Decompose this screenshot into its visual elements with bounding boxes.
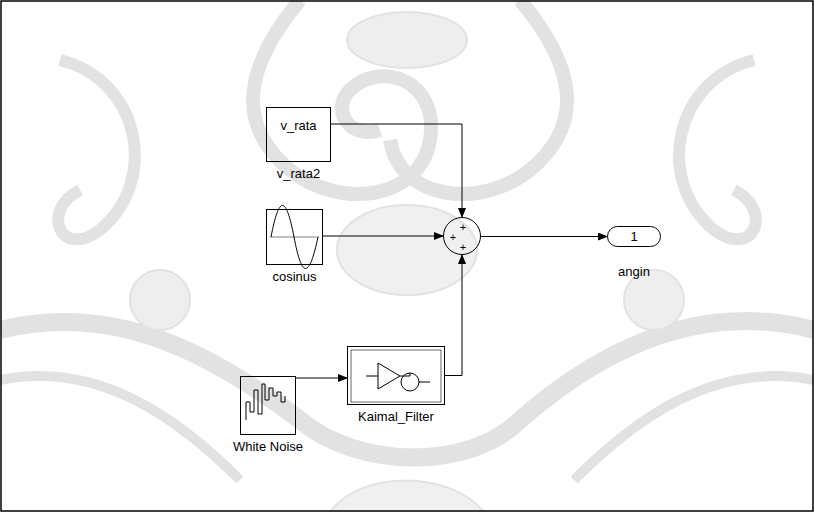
- signal-line: [323, 236, 443, 237]
- signal-line: [481, 236, 607, 237]
- signal-line: [296, 378, 347, 379]
- block-text: 1: [630, 230, 637, 243]
- block-label: angin: [618, 265, 650, 278]
- block-label: White Noise: [233, 440, 303, 453]
- block-text: +: [450, 232, 456, 243]
- outport-block: 1angin: [607, 226, 661, 247]
- block-label: cosinus: [272, 270, 316, 283]
- sine-wave-block: cosinus: [266, 209, 323, 265]
- sum-block: + + +: [443, 217, 481, 255]
- block-icons: [246, 206, 441, 421]
- signal-line: [331, 124, 462, 217]
- white-noise-block: White Noise: [240, 376, 296, 435]
- block-text: +: [460, 242, 466, 253]
- subsystem-block: Kaimal_Filter: [347, 346, 445, 405]
- constant-block: v_ratav_rata2: [266, 107, 331, 162]
- block-text: v_rata: [280, 119, 316, 132]
- block-label: v_rata2: [277, 167, 320, 180]
- block-text: +: [460, 222, 466, 233]
- block-label: Kaimal_Filter: [358, 410, 434, 423]
- signal-line: [445, 255, 462, 376]
